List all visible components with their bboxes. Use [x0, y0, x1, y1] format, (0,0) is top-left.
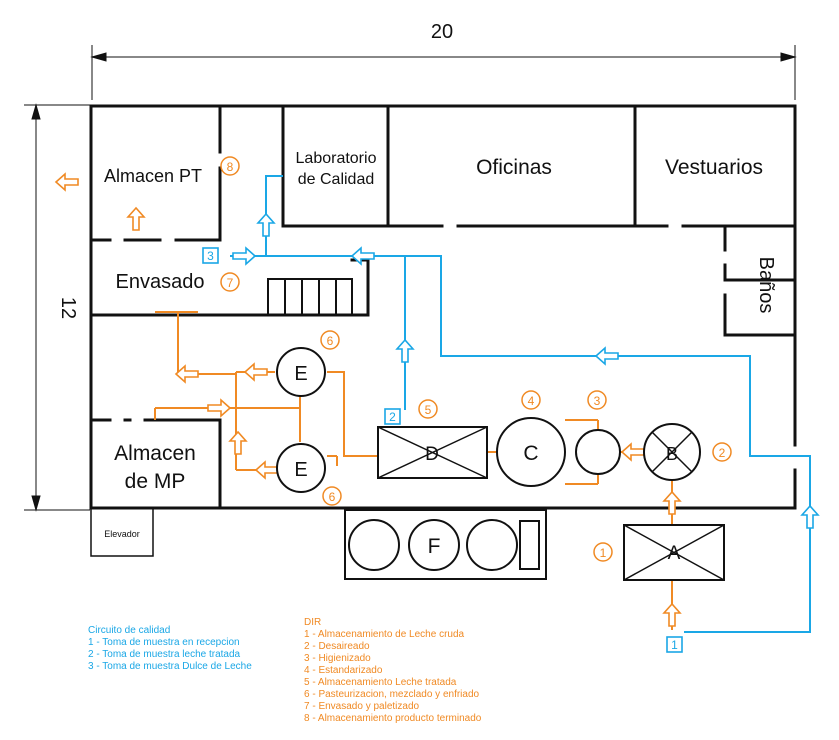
quality-marker-2: 2 [384, 408, 401, 425]
equipment-a-tank: A [623, 524, 725, 581]
room-banos: Baños [755, 257, 777, 314]
room-laboratorio-line2: de Calidad [298, 171, 375, 188]
dimension-height-label: 12 [57, 297, 79, 319]
svg-text:B: B [666, 444, 678, 464]
equipment-e-bottom: E [276, 443, 326, 493]
svg-text:E: E [294, 363, 307, 385]
step-marker-5: 5 [418, 399, 438, 419]
equipment-hygienizer [575, 429, 621, 475]
legend-dir-title: DIR [304, 617, 321, 628]
dimension-width [90, 45, 797, 100]
legend-dir-item: 4 - Estandarizado [304, 665, 383, 676]
staircase [267, 278, 353, 316]
legend-dir-item: 7 - Envasado y paletizado [304, 701, 420, 712]
svg-text:4: 4 [528, 394, 535, 408]
svg-text:3: 3 [207, 249, 214, 263]
room-almacen-mp-line2: de MP [125, 470, 186, 493]
step-marker-4: 4 [521, 390, 541, 410]
room-vestuarios: Vestuarios [665, 156, 763, 179]
room-oficinas: Oficinas [476, 156, 552, 179]
svg-text:3: 3 [594, 394, 601, 408]
svg-text:E: E [294, 459, 307, 481]
svg-text:2: 2 [389, 410, 396, 424]
legend-dir-item: 8 - Almacenamiento producto terminado [304, 713, 482, 724]
svg-text:6: 6 [327, 334, 334, 348]
quality-marker-1: 1 [666, 636, 683, 653]
room-laboratorio: Laboratorio [296, 150, 377, 167]
equipment-b-deaerator: B [643, 423, 701, 481]
legend-dir-item: 1 - Almacenamiento de Leche cruda [304, 629, 465, 640]
step-marker-7: 7 [220, 272, 240, 292]
step-marker-6b: 6 [322, 486, 342, 506]
legend-dir-item: 2 - Desaireado [304, 641, 370, 652]
legend-dir-item: 3 - Higienizado [304, 653, 371, 664]
legend-quality-item: 1 - Toma de muestra en recepcion [88, 637, 240, 648]
svg-text:7: 7 [227, 276, 234, 290]
dimension-width-label: 20 [431, 21, 453, 43]
quality-marker-3: 3 [202, 247, 219, 264]
svg-text:D: D [425, 444, 439, 465]
svg-text:1: 1 [600, 546, 607, 560]
legend-quality-title: Circuito de calidad [88, 625, 170, 636]
room-almacen-pt: Almacen PT [104, 166, 202, 186]
equipment-e-top: E [276, 347, 326, 397]
step-marker-3: 3 [587, 390, 607, 410]
svg-text:8: 8 [227, 160, 234, 174]
step-marker-6a: 6 [320, 330, 340, 350]
svg-text:C: C [523, 442, 538, 465]
svg-text:A: A [668, 543, 681, 564]
elevator-label: Elevador [104, 529, 140, 539]
dimension-height [24, 103, 90, 512]
legend-dir-item: 5 - Almacenamiento Leche tratada [304, 677, 457, 688]
legend-quality-item: 2 - Toma de muestra leche tratada [88, 649, 241, 660]
legend-dir: DIR 1 - Almacenamiento de Leche cruda 2 … [304, 617, 482, 724]
step-marker-8: 8 [220, 156, 240, 176]
svg-text:F: F [428, 535, 441, 558]
svg-text:2: 2 [719, 446, 726, 460]
equipment-d-tank: D [377, 426, 488, 479]
quality-markers: 3 2 1 [202, 247, 683, 653]
elevator: Elevador [90, 507, 154, 557]
room-envasado: Envasado [116, 271, 205, 293]
equipment-c-standardizer: C [496, 417, 566, 487]
svg-text:5: 5 [425, 403, 432, 417]
svg-text:6: 6 [329, 490, 336, 504]
step-marker-2: 2 [712, 442, 732, 462]
step-marker-1: 1 [593, 542, 613, 562]
legend-quality-circuit: Circuito de calidad 1 - Toma de muestra … [88, 625, 252, 672]
building-walls [89, 104, 797, 510]
svg-text:1: 1 [671, 638, 678, 652]
step-markers: 8 7 6 6 5 4 3 2 1 [220, 156, 732, 562]
room-almacen-mp: Almacen [114, 442, 196, 465]
legend-dir-item: 6 - Pasteurizacion, mezclado y enfriado [304, 689, 480, 700]
legend-quality-item: 3 - Toma de muestra Dulce de Leche [88, 661, 252, 672]
equipment-f-filler: F [344, 509, 547, 580]
